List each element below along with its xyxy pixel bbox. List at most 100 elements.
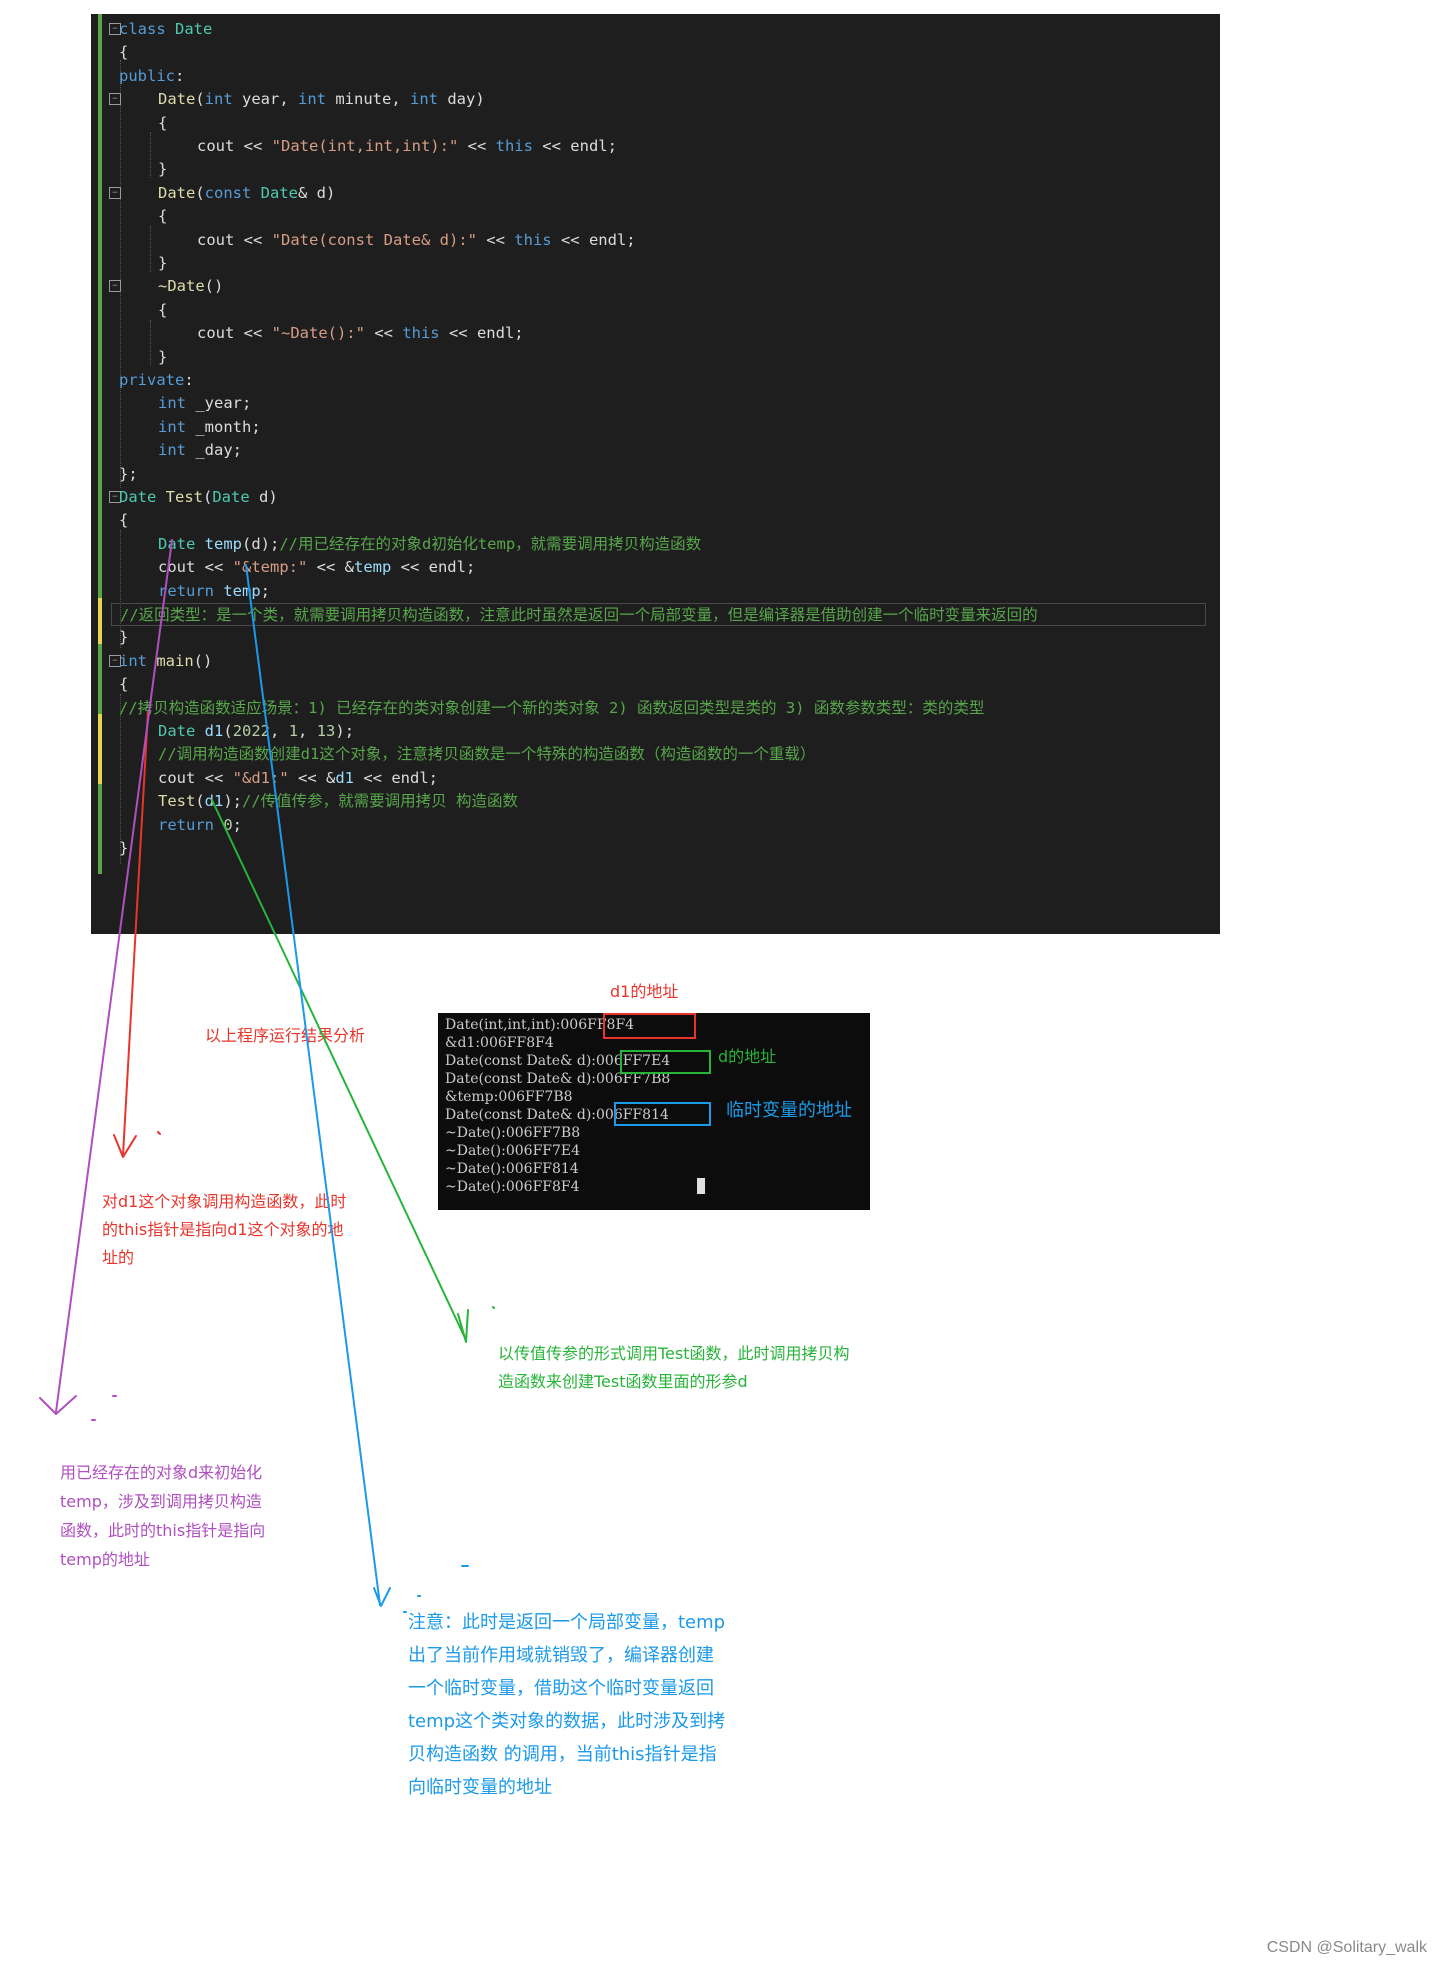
fold-toggle-icon[interactable]: − bbox=[109, 280, 121, 293]
blue-arrow bbox=[245, 564, 381, 1606]
code-token: Date bbox=[158, 90, 196, 109]
code-text: Test(d1);//传值传参，就需要调用拷贝 构造函数 bbox=[158, 790, 518, 813]
purple-arrow-head bbox=[39, 1395, 77, 1415]
code-token: cout << bbox=[158, 768, 233, 787]
code-token: //传值传参，就需要调用拷贝 构造函数 bbox=[242, 792, 519, 811]
indent-guide bbox=[150, 132, 151, 178]
code-text: cout << "&d1:" << &d1 << endl; bbox=[158, 767, 438, 790]
code-text: }; bbox=[119, 463, 138, 486]
change-bar bbox=[98, 14, 102, 874]
code-token: << & bbox=[307, 558, 354, 577]
code-text: { bbox=[158, 205, 167, 228]
code-token: int bbox=[204, 90, 233, 109]
code-text: Date d1(2022, 1, 13); bbox=[158, 720, 354, 743]
green-arrow bbox=[211, 799, 467, 1341]
code-token: Date bbox=[260, 183, 298, 202]
fold-toggle-icon[interactable]: − bbox=[109, 491, 121, 503]
code-line: //返回类型：是一个类，就需要调用拷贝构造函数，注意此时虽然是返回一个局部变量，… bbox=[111, 603, 1206, 626]
code-token: d1 bbox=[204, 792, 224, 811]
code-token: } bbox=[119, 839, 129, 857]
console-line: ~Date():006FF7B8 bbox=[445, 1125, 581, 1141]
code-token: 13 bbox=[316, 722, 336, 740]
code-text: //返回类型：是一个类，就需要调用拷贝构造函数，注意此时虽然是返回一个局部变量，… bbox=[120, 604, 1038, 627]
code-text: } bbox=[119, 837, 128, 860]
change-bar-modified bbox=[98, 714, 102, 784]
code-token: "&temp:" bbox=[232, 558, 308, 577]
blue-annotation: 注意：此时是返回一个局部变量，temp 出了当前作用域就销毁了，编译器创建 一个… bbox=[408, 1612, 726, 1798]
fold-toggle-icon[interactable]: − bbox=[109, 186, 121, 199]
code-token: , bbox=[298, 722, 317, 740]
code-token: : bbox=[184, 371, 194, 389]
code-token: { bbox=[119, 675, 129, 694]
console-line: &d1:006FF8F4 bbox=[445, 1035, 554, 1051]
red-arrow-head bbox=[113, 1134, 137, 1158]
code-token: _year; bbox=[186, 394, 252, 413]
code-text: private: bbox=[119, 369, 194, 392]
fold-toggle-icon[interactable]: − bbox=[109, 93, 121, 106]
code-token: ; bbox=[232, 815, 243, 834]
code-token: minute, bbox=[326, 90, 410, 109]
code-token: day) bbox=[438, 90, 485, 109]
code-text: } bbox=[158, 252, 167, 275]
watermark: CSDN @Solitary_walk bbox=[1266, 1939, 1427, 1956]
code-token: } bbox=[158, 254, 168, 272]
code-token: << bbox=[476, 230, 515, 249]
code-token: d1 bbox=[204, 722, 224, 740]
code-token: { bbox=[119, 43, 129, 62]
code-text: int _day; bbox=[158, 439, 242, 462]
code-token: int bbox=[158, 394, 186, 413]
code-text: public: bbox=[119, 65, 184, 88]
console-line: Date(const Date& d):006FF7B8 bbox=[445, 1071, 671, 1087]
code-token: } bbox=[158, 347, 168, 366]
code-text: { bbox=[119, 509, 128, 532]
code-token: int bbox=[119, 651, 157, 670]
code-token: ( bbox=[195, 792, 205, 811]
code-token: { bbox=[158, 207, 168, 226]
red-annotation: 对d1这个对象调用构造函数，此时 的this指针是指向d1这个对象的地 址的 bbox=[102, 1192, 347, 1267]
code-token: //调用构造函数创建d1这个对象，注意拷贝函数是一个特殊的构造函数（构造函数的一… bbox=[158, 745, 816, 764]
code-token: Date bbox=[175, 20, 213, 38]
code-token: _day; bbox=[186, 441, 242, 460]
indent-guide bbox=[150, 226, 151, 272]
code-token: { bbox=[158, 113, 168, 132]
purple-arrow bbox=[55, 539, 173, 1413]
console-line: Date(const Date& d):006FF7E4 bbox=[445, 1053, 671, 1069]
code-text: Date(int year, int minute, int day) bbox=[158, 88, 485, 111]
code-token: private bbox=[119, 371, 185, 389]
code-token: << endl; bbox=[551, 230, 636, 249]
code-token: d1 bbox=[335, 768, 354, 787]
code-text: cout << "~Date():" << this << endl; bbox=[197, 322, 524, 345]
stray-mark bbox=[157, 1131, 161, 1135]
code-text: //拷贝构造函数适应场景：1) 已经存在的类对象创建一个新的类对象 2) 函数返… bbox=[119, 697, 984, 720]
code-token: ; bbox=[260, 581, 270, 600]
fold-toggle-icon[interactable]: − bbox=[109, 23, 121, 35]
code-text: return 0; bbox=[158, 814, 242, 837]
console-cursor bbox=[697, 1178, 705, 1194]
console-line: &temp:006FF7B8 bbox=[445, 1089, 573, 1105]
stray-mark bbox=[403, 1565, 469, 1613]
code-token: public bbox=[119, 66, 175, 85]
code-text: int _month; bbox=[158, 416, 261, 439]
blue-arrow-head bbox=[373, 1587, 391, 1607]
code-token: temp bbox=[223, 581, 261, 600]
fold-toggle-icon[interactable]: − bbox=[109, 654, 121, 667]
code-token: "Date(const Date& d):" bbox=[271, 230, 477, 249]
code-token: cout << bbox=[197, 324, 272, 343]
stray-mark bbox=[492, 1306, 495, 1309]
code-token: //返回类型：是一个类，就需要调用拷贝构造函数，注意此时虽然是返回一个局部变量，… bbox=[120, 606, 1038, 624]
code-token: Date bbox=[119, 488, 157, 506]
code-editor: −class Date{public:−Date(int year, int m… bbox=[91, 14, 1220, 934]
code-token: { bbox=[119, 511, 129, 530]
code-token: //拷贝构造函数适应场景：1) 已经存在的类对象创建一个新的类对象 2) 函数返… bbox=[119, 698, 985, 717]
code-token: cout << bbox=[197, 230, 272, 249]
code-token: (d); bbox=[242, 534, 280, 553]
d-address-label: d的地址 bbox=[718, 1047, 777, 1066]
console-line: ~Date():006FF7E4 bbox=[445, 1143, 581, 1159]
code-token: 2022 bbox=[232, 722, 271, 740]
green-arrow-head bbox=[457, 1309, 469, 1343]
code-token: << endl; bbox=[532, 137, 617, 155]
code-text: { bbox=[158, 299, 167, 322]
code-token: int bbox=[298, 90, 326, 109]
code-token: } bbox=[158, 160, 168, 179]
code-token: ); bbox=[335, 722, 355, 740]
